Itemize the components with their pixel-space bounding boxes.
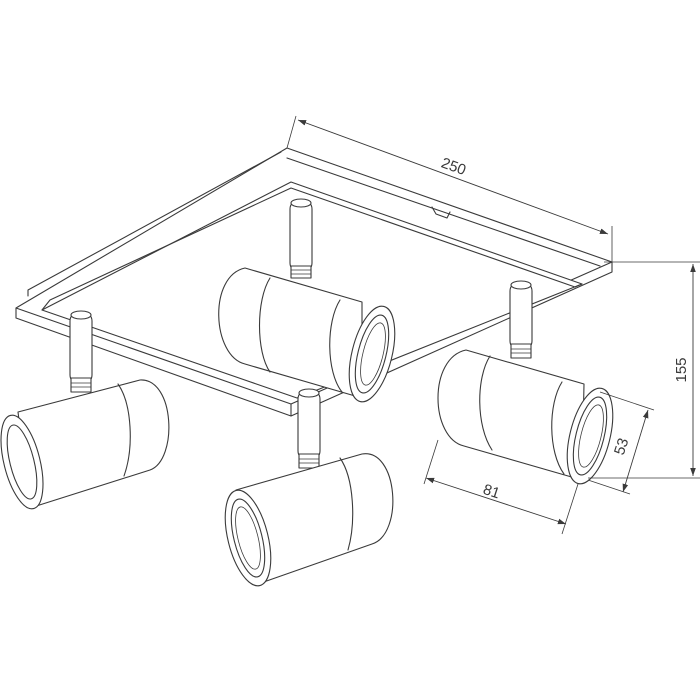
spotlight-front <box>224 388 394 587</box>
spotlight-right <box>437 280 614 485</box>
dimension-width-label: 250 <box>439 155 468 180</box>
spotlight-right-body <box>437 349 614 485</box>
extension-line <box>286 115 297 149</box>
spotlight-front-stem <box>297 388 321 469</box>
spotlight-left-body <box>0 379 170 510</box>
dimension-line <box>425 477 567 525</box>
spotlight-front-body <box>224 453 394 587</box>
extension-line <box>561 483 579 535</box>
spotlight-back-stem <box>289 198 313 279</box>
extension-line <box>423 439 439 485</box>
spotlight-left <box>0 310 170 510</box>
dimension-length-label: 81 <box>481 481 502 502</box>
dimension-length: 81 <box>423 439 579 535</box>
dimension-height-label: 155 <box>673 357 690 382</box>
dimension-diameter: 53 <box>587 391 655 495</box>
spotlight-right-stem <box>509 280 533 359</box>
spotlight-back-body <box>218 267 396 403</box>
extension-line <box>587 479 631 495</box>
spotlight-left-stem <box>69 310 93 393</box>
extension-line <box>599 391 655 411</box>
dimension-height: 155 <box>588 261 700 479</box>
dimension-diameter-label: 53 <box>611 436 632 457</box>
dimension-line <box>622 409 649 493</box>
dimension-line <box>297 119 609 235</box>
spotlight-back <box>218 198 396 403</box>
